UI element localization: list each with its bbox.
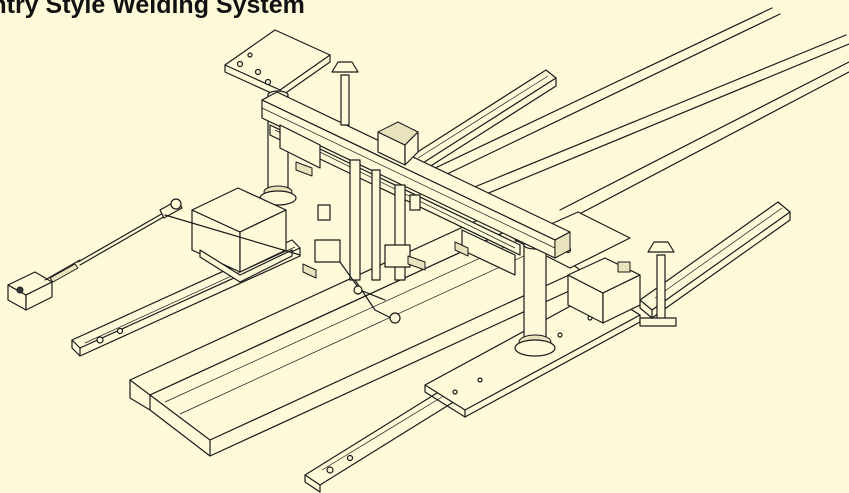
back-left-top-plate <box>224 29 331 98</box>
left-control-box <box>191 187 293 283</box>
front-right-track <box>304 387 461 493</box>
back-right-guide-post <box>639 241 677 327</box>
torch-carriage-assembly <box>295 159 469 324</box>
right-column <box>514 240 556 357</box>
pendant-controller <box>7 198 301 311</box>
back-left-guide-post <box>331 61 359 126</box>
diagram-title: Gantry Style Welding System <box>0 0 305 19</box>
long-track-rails <box>409 7 849 221</box>
back-right-track <box>639 201 791 319</box>
back-left-track <box>404 69 557 177</box>
gantry-cross-beam <box>261 91 571 259</box>
beam-drive-motor <box>377 121 419 166</box>
right-control-box <box>567 257 641 324</box>
